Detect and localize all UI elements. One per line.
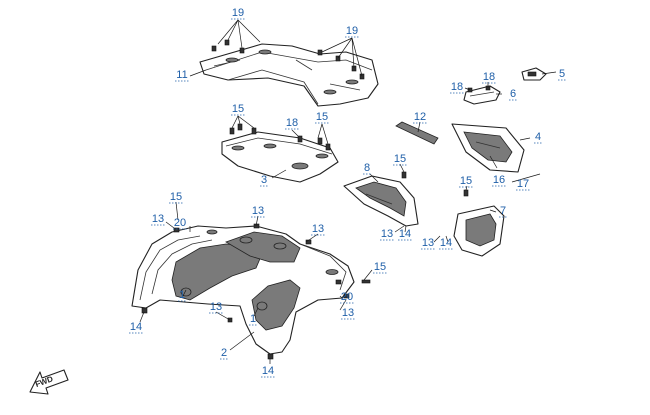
callout-label: 20 [174,217,186,229]
callout-18: 18 [285,117,299,130]
callout-19: 19 [231,7,245,20]
callout-label: 13 [210,301,222,313]
callout-label: 14 [440,237,452,249]
callout-label: 12 [414,111,426,123]
callout-label: 15 [316,111,328,123]
callout-labels: 19 19 11 18 18 5 6 12 4 15 18 15 3 8 15 … [129,7,566,378]
callout-15: 15 [315,111,329,124]
callout-13: 13 [421,237,435,250]
part-4-panel [451,123,525,173]
callout-19: 19 [345,25,359,38]
callout-label: 13 [381,228,393,240]
callout-label: 18 [483,71,495,83]
callout-label: 19 [346,25,358,37]
callout-15: 15 [459,175,473,188]
part-3-cover [221,123,339,183]
callout-7: 7 [499,205,507,218]
part-6-bracket [463,85,501,105]
callout-15: 15 [373,261,387,274]
callout-4: 4 [534,131,542,144]
callout-13: 13 [341,307,355,320]
callout-15: 15 [169,191,183,204]
callout-2: 2 [220,347,228,360]
callout-label: 19 [232,7,244,19]
callout-14: 14 [261,365,275,378]
callout-label: 1 [179,289,185,301]
callout-13: 13 [251,205,265,218]
callout-12: 12 [413,111,427,124]
callout-label: 13 [342,307,354,319]
callout-8: 8 [363,162,371,175]
callout-20: 20 [173,217,187,230]
callout-label: 4 [535,131,541,143]
callout-18: 18 [450,81,464,94]
part-5-bracket [521,67,547,81]
callout-16: 16 [492,174,506,187]
part-7-bracket [453,189,505,257]
callout-label: 15 [394,153,406,165]
callout-13: 13 [151,213,165,226]
fwd-arrow-icon: FWD [29,369,69,395]
leader-lines [139,19,557,364]
callout-label: 11 [176,69,187,81]
callout-1: 1 [178,289,186,302]
callout-label: 14 [399,228,411,240]
callout-15: 15 [393,153,407,166]
callout-label: 13 [252,205,264,217]
callout-label: 1 [250,313,256,325]
callout-18: 18 [482,71,496,84]
callout-label: 13 [422,237,434,249]
callout-15: 15 [231,103,245,116]
part-2-rear-fender [131,223,371,360]
callout-label: 14 [262,365,274,377]
part-8-bracket [343,171,419,227]
part-12-rod [395,121,439,145]
callout-label: 20 [341,291,353,303]
callout-14: 14 [129,321,143,334]
callout-label: 16 [493,174,505,186]
callout-label: 18 [286,117,298,129]
callout-label: 3 [261,174,267,186]
callout-14: 14 [439,237,453,250]
callout-label: 6 [510,88,516,100]
callout-13: 13 [209,301,223,314]
callout-label: 5 [559,68,565,80]
callout-label: 17 [517,178,529,190]
callout-20: 20 [340,291,354,304]
part-11-rear-rack [199,39,379,107]
callout-label: 18 [451,81,463,93]
callout-6: 6 [509,88,517,101]
callout-3: 3 [260,174,268,187]
callout-label: 13 [152,213,164,225]
callout-label: 2 [221,347,227,359]
callout-5: 5 [558,68,566,81]
callout-14: 14 [398,228,412,241]
callout-label: 15 [374,261,386,273]
callout-13: 13 [311,223,325,236]
callout-1: 1 [249,313,257,326]
callout-13: 13 [380,228,394,241]
callout-11: 11 [175,69,189,82]
callout-label: 15 [232,103,244,115]
callout-label: 13 [312,223,324,235]
callout-17: 17 [516,178,530,191]
callout-label: 14 [130,321,142,333]
callout-label: 15 [460,175,472,187]
callout-label: 7 [500,205,506,217]
callout-label: 8 [364,162,370,174]
callout-label: 15 [170,191,182,203]
